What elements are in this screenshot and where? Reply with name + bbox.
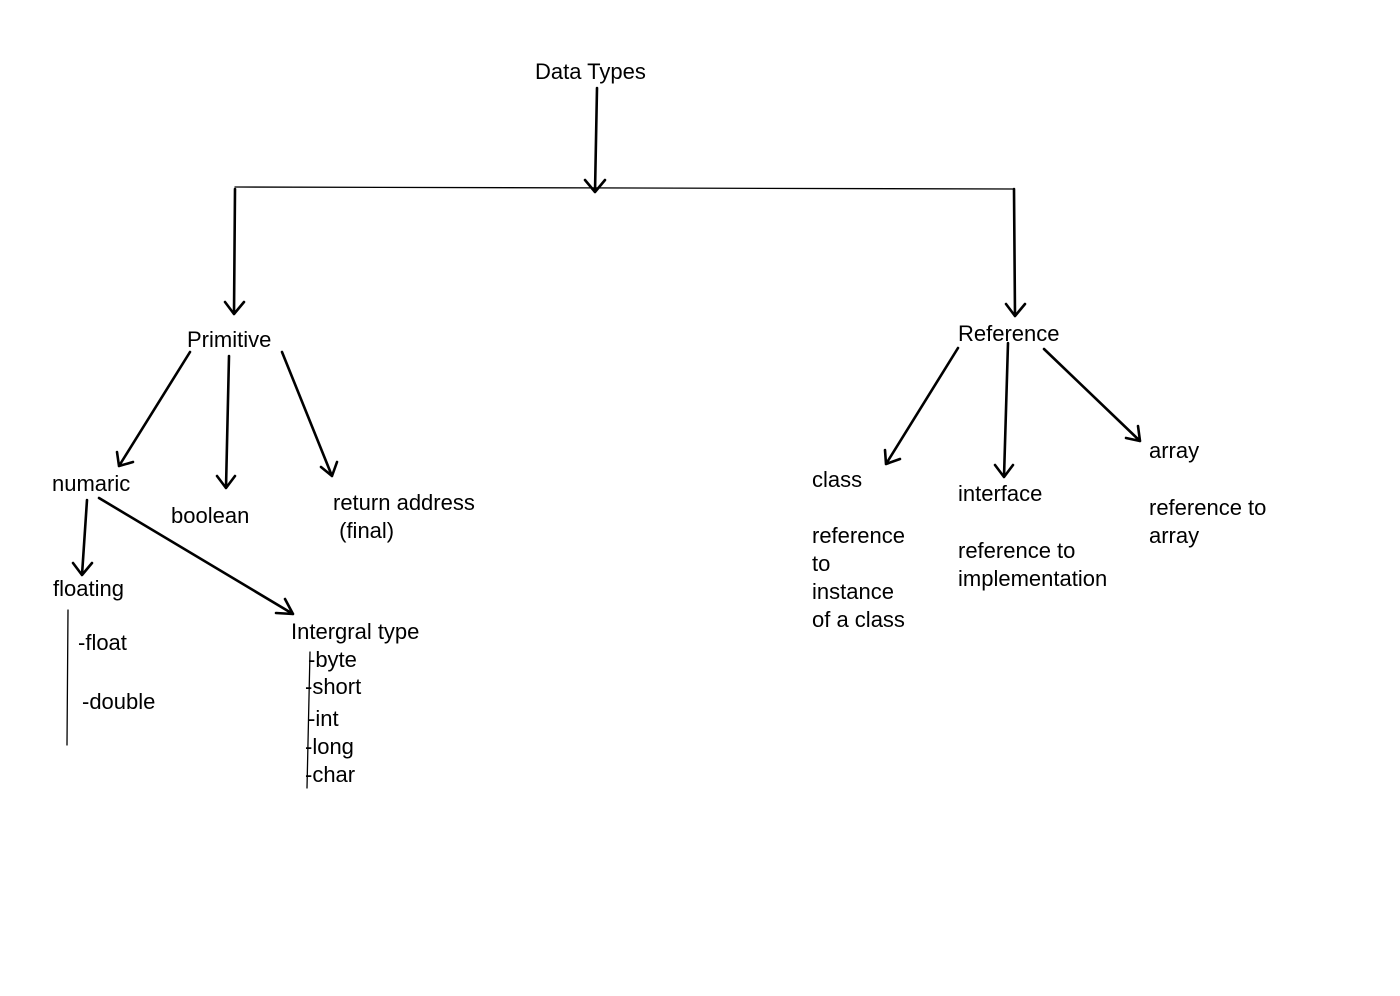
double-item: -double: [82, 689, 156, 714]
root-label: Data Types: [535, 59, 646, 84]
array-label: array: [1149, 438, 1200, 463]
root-stem-arrow: [583, 86, 607, 194]
integral-label: Intergral type: [291, 619, 420, 644]
arrow-to-class: [883, 346, 960, 466]
int-item: -int: [308, 706, 339, 731]
floating-bracket-line: [66, 609, 69, 746]
interface-desc-line-1: reference to: [958, 538, 1076, 563]
floating-label: floating: [53, 576, 124, 601]
arrow-to-primitive: [223, 187, 246, 316]
class-label: class: [812, 467, 863, 492]
arrow-to-integral: [97, 496, 295, 616]
reference-label: Reference: [958, 321, 1060, 346]
arrow-to-floating: [71, 498, 94, 577]
class-desc-line-1: reference: [812, 523, 905, 548]
integral-bracket-line: [306, 651, 311, 789]
interface-label: interface: [958, 481, 1043, 506]
primitive-label: Primitive: [187, 327, 272, 352]
class-desc-line-2: to: [812, 551, 831, 576]
boolean-label: boolean: [171, 503, 250, 528]
interface-desc-line-2: implementation: [958, 566, 1108, 591]
branch-bus-line: [234, 186, 1015, 190]
byte-item: -byte: [308, 647, 357, 672]
arrow-to-numeric: [115, 350, 192, 468]
class-desc-line-4: of a class: [812, 607, 905, 632]
float-item: -float: [78, 630, 127, 655]
array-desc-line-1: reference to: [1149, 495, 1267, 520]
arrow-to-boolean: [215, 354, 237, 490]
arrow-to-array: [1042, 347, 1142, 443]
return-address-label: return address: [333, 490, 475, 515]
array-desc-line-2: array: [1149, 523, 1200, 548]
numeric-label: numaric: [52, 471, 131, 496]
short-item: -short: [305, 674, 362, 699]
arrow-to-interface: [993, 341, 1015, 479]
char-item: -char: [305, 762, 356, 787]
return-address-final-label: (final): [333, 518, 395, 543]
arrow-to-reference: [1004, 187, 1027, 318]
class-desc-line-3: instance: [812, 579, 894, 604]
long-item: -long: [305, 734, 354, 759]
arrow-to-return-address: [280, 350, 339, 478]
